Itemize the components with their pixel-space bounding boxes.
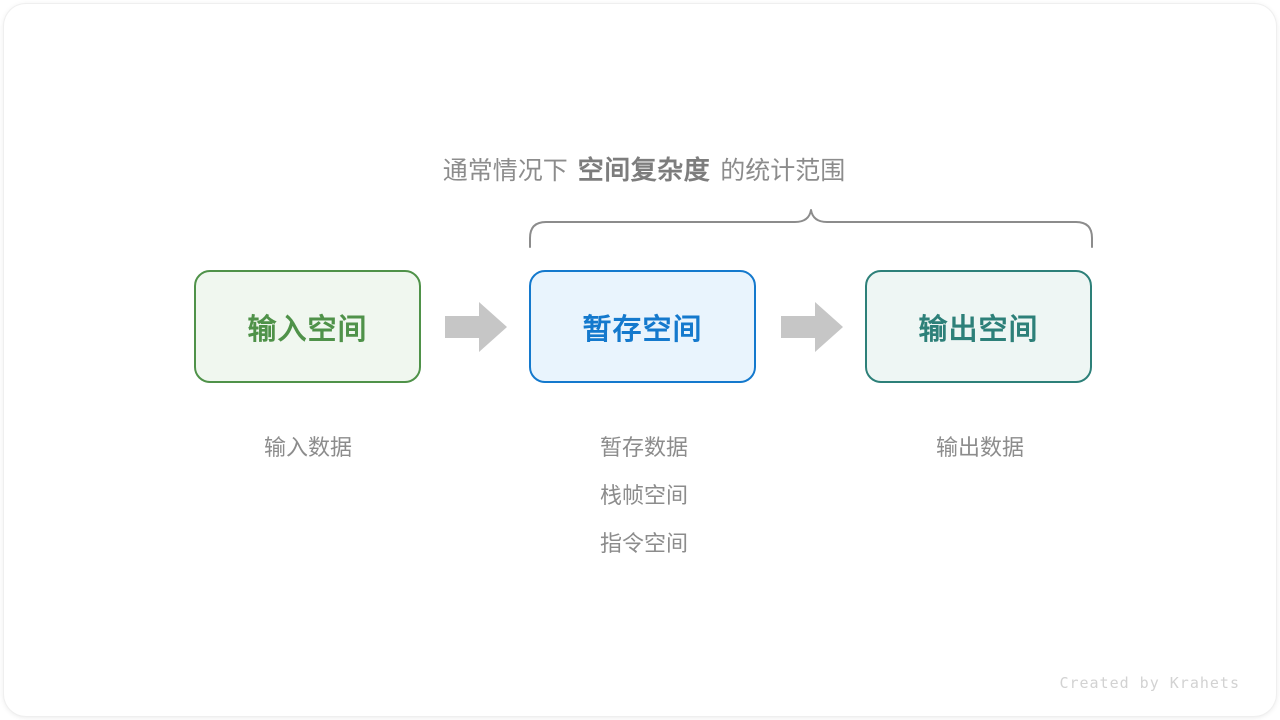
right-arrow-icon bbox=[445, 302, 507, 352]
caption-input: 输入数据 bbox=[188, 424, 428, 472]
caption-line: 输入数据 bbox=[263, 435, 352, 460]
credit-text: Created by Krahets bbox=[1059, 674, 1240, 692]
scope-caption: 通常情况下空间复杂度的统计范围 bbox=[4, 152, 1276, 189]
right-arrow-icon bbox=[781, 302, 843, 352]
caption-output: 输出数据 bbox=[860, 424, 1100, 472]
caption-line: 暂存数据 bbox=[599, 435, 688, 460]
curly-brace-icon bbox=[529, 209, 1093, 248]
scope-caption-prefix: 通常情况下 bbox=[442, 157, 568, 185]
space-box-output-label: 输出空间 bbox=[918, 313, 1039, 346]
scope-caption-emphasis: 空间复杂度 bbox=[577, 155, 711, 185]
space-box-buffer[interactable]: 暂存空间 bbox=[529, 270, 756, 383]
space-box-input[interactable]: 输入空间 bbox=[194, 270, 421, 383]
space-box-output[interactable]: 输出空间 bbox=[865, 270, 1092, 383]
scope-caption-suffix: 的统计范围 bbox=[720, 157, 846, 185]
caption-buffer: 暂存数据 栈帧空间 指令空间 bbox=[524, 424, 764, 568]
space-box-buffer-label: 暂存空间 bbox=[582, 313, 703, 346]
space-box-input-label: 输入空间 bbox=[247, 313, 368, 346]
caption-line: 栈帧空间 bbox=[599, 483, 688, 508]
slide-card: 通常情况下空间复杂度的统计范围 输入空间 暂存空间 输出空间 输入数据 暂存数据… bbox=[4, 4, 1276, 716]
caption-line: 输出数据 bbox=[935, 435, 1024, 460]
caption-line: 指令空间 bbox=[599, 531, 688, 556]
space-flow-row: 输入空间 暂存空间 输出空间 bbox=[4, 270, 1276, 386]
